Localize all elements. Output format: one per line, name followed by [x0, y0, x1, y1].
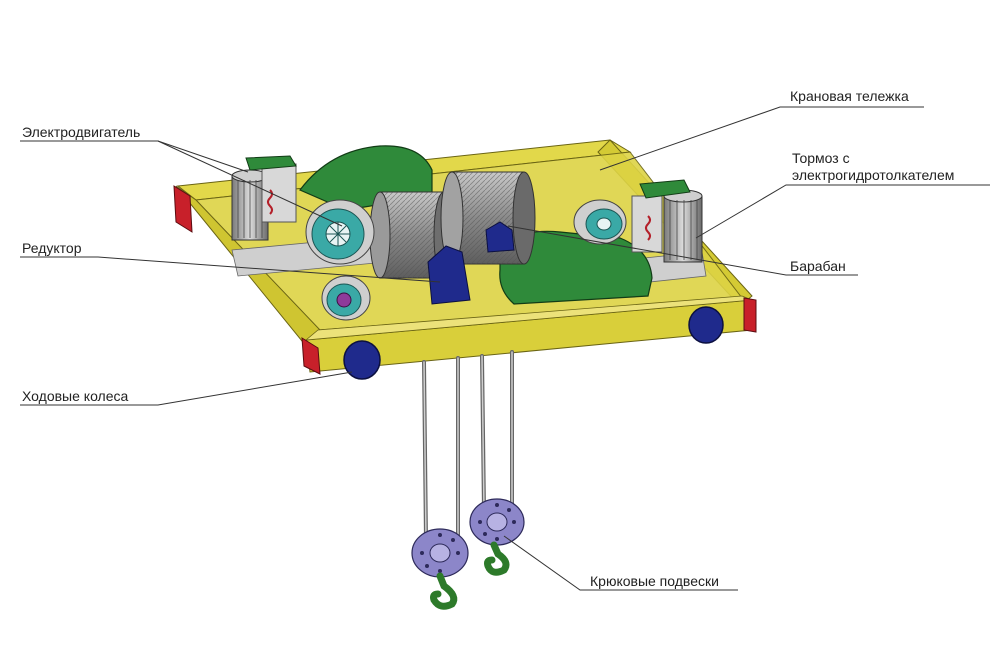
leader-wheels: [20, 371, 353, 406]
label-hooks: Крюковые подвески: [590, 573, 719, 589]
brake-right: [631, 179, 691, 253]
label-motor: Электродвигатель: [22, 124, 141, 140]
travel-wheels: [343, 306, 724, 380]
leader-reducer: [20, 256, 441, 283]
electric-motors: [231, 169, 703, 321]
frame-end-cap-left-back: [173, 185, 193, 233]
hook-left: [430, 572, 458, 610]
frame-front-rail-top: [304, 295, 753, 341]
leader-motor: [20, 140, 249, 173]
label-trolley: Крановая тележка: [790, 88, 909, 104]
frame-end-cap-left-front: [301, 337, 321, 375]
wheel-front-right: [688, 306, 724, 344]
leader-drum: [507, 225, 858, 276]
leader-hooks: [503, 535, 738, 591]
hook-right: [484, 541, 510, 576]
label-wheels: Ходовые колеса: [22, 388, 129, 404]
leader-lines: [20, 106, 990, 591]
motor-face-right: [573, 199, 627, 245]
hydraulic-brakes: [245, 155, 691, 253]
frame-end-cap-right-front: [743, 297, 757, 333]
hook-block-right: [469, 498, 525, 576]
label-brake-line2: электрогидротолкателем: [792, 167, 955, 183]
drum-bearing-support: [427, 245, 471, 305]
rope: [423, 361, 427, 541]
hoist-ropes: [422, 350, 514, 542]
leader-motor-2: [157, 140, 343, 227]
motor-face-left: [305, 199, 375, 265]
hook-block-left: [411, 528, 469, 610]
leader-trolley: [599, 106, 924, 171]
label-drum: Барабан: [790, 258, 846, 274]
hook-blocks: [411, 498, 525, 610]
drums: [369, 171, 536, 305]
motor-right: [663, 189, 703, 263]
label-reducer: Редуктор: [22, 240, 82, 256]
drum-bearing-support: [485, 221, 515, 253]
wheel-front-left: [343, 340, 381, 380]
leader-brake: [695, 184, 990, 239]
label-brake-line1: Тормоз с: [792, 150, 850, 166]
motor-face-bottom: [321, 275, 371, 321]
rope: [481, 355, 485, 511]
